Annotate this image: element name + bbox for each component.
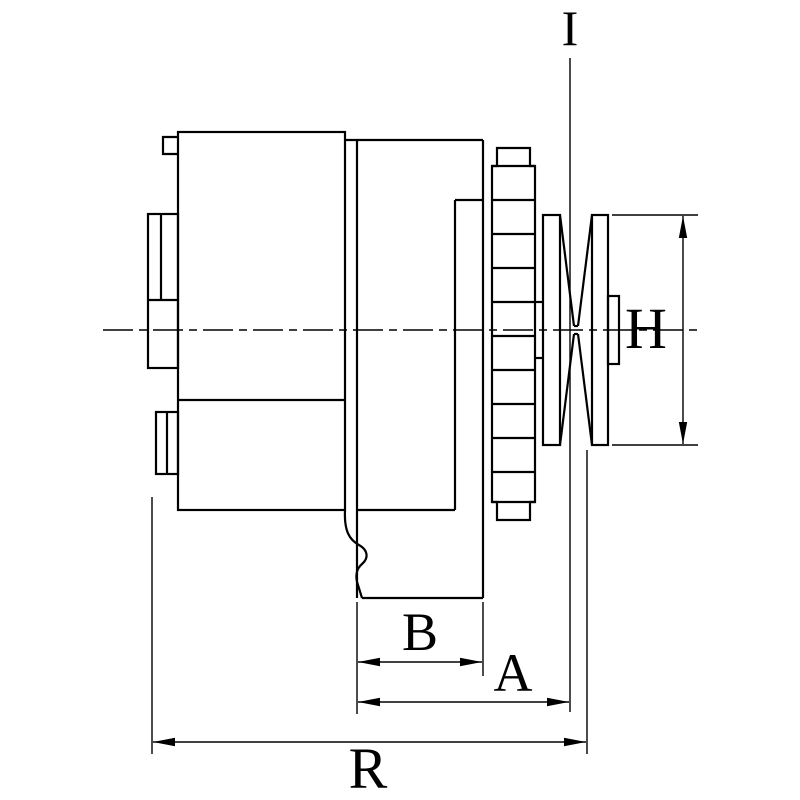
fan-outline <box>490 146 537 522</box>
rear-housing <box>176 130 347 512</box>
dim-label-i: I <box>562 0 579 56</box>
dim-h-arrowhead-bottom <box>678 422 688 444</box>
dim-a: A <box>358 643 569 707</box>
dim-b: B <box>356 602 484 714</box>
dim-a-arrowhead-right <box>547 697 569 707</box>
dim-b-arrowhead-right <box>460 657 482 667</box>
pulley-groove <box>558 214 594 446</box>
dim-label-h: H <box>625 296 667 361</box>
dim-r-arrowhead-left <box>153 737 175 747</box>
rear-top-tab <box>161 135 178 156</box>
alternator-body <box>146 130 621 600</box>
pulley-rear-flange <box>541 213 562 447</box>
dim-b-arrowhead-left <box>358 657 380 667</box>
dim-a-arrowhead-left <box>358 697 380 707</box>
dim-label-a: A <box>494 643 533 703</box>
fan-blades <box>492 198 535 474</box>
shaft-end <box>606 294 621 366</box>
dim-h-arrowhead-top <box>678 216 688 238</box>
dim-r: R <box>151 450 588 800</box>
foot-curve <box>343 509 368 599</box>
dim-label-b: B <box>402 602 438 662</box>
dim-h: H <box>612 214 698 446</box>
dim-i: I <box>562 0 579 712</box>
left-mounting-lug <box>146 212 180 370</box>
dim-label-r: R <box>349 736 388 800</box>
dim-r-arrowhead-right <box>564 737 586 747</box>
